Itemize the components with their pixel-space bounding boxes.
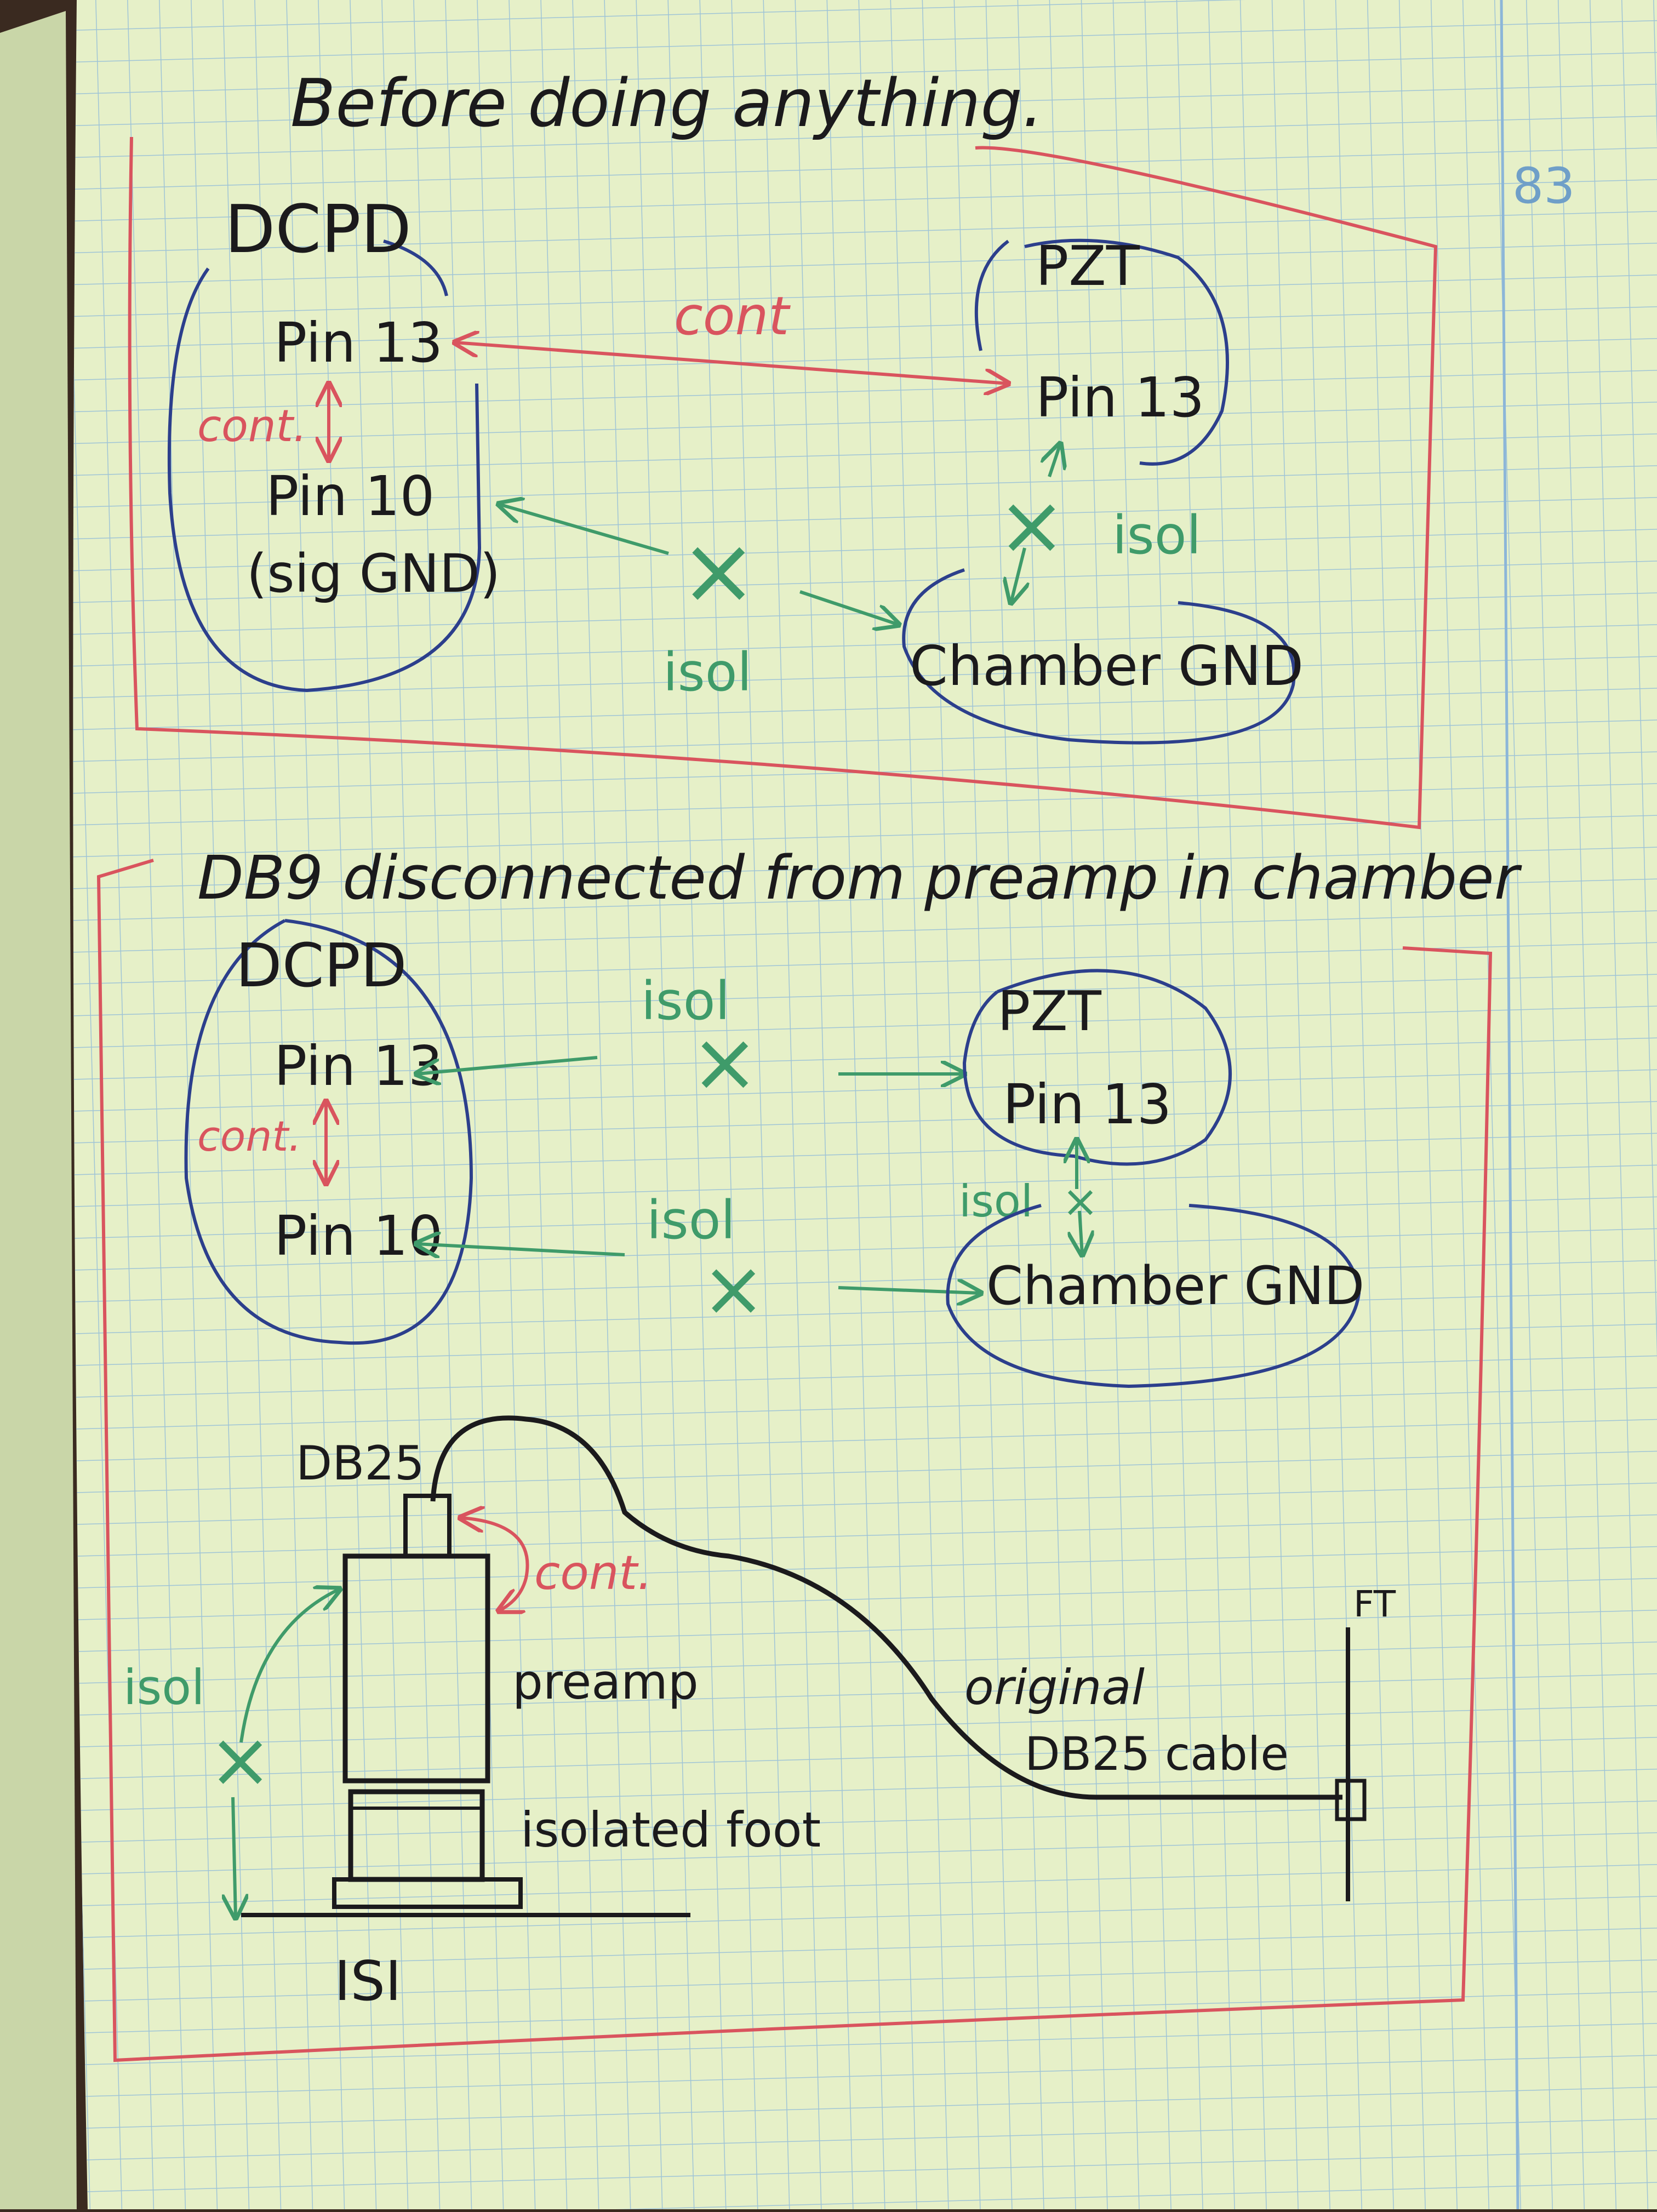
section1: Before doing anything. DCPD Pin 13 Pin 1… [128, 66, 1438, 830]
section2-dcpd-pin13: Pin 13 [274, 1034, 443, 1098]
section1-isol-arrow-left [499, 504, 669, 555]
section1-isol-x-right: × [997, 478, 1066, 573]
section1-dcpd-outline [167, 239, 482, 693]
section1-heading: Before doing anything. [290, 66, 1043, 142]
db25-cable [430, 1415, 1342, 1800]
cable-label-original: original [964, 1659, 1145, 1716]
section1-isol-arrow-down [1011, 547, 1025, 603]
section2-isol-x-upper: × [690, 1015, 759, 1110]
setup-cont-arrow [460, 1518, 529, 1611]
section2-dcpd-title: DCPD [236, 930, 407, 1001]
section2-isol-arrow-lower-left [416, 1244, 625, 1255]
foot-base [332, 1877, 523, 1909]
section2-pzt-pin13: Pin 13 [1003, 1072, 1172, 1136]
section2-heading: DB9 disconnected from preamp in chamber [197, 843, 1522, 913]
section1-cont-label: cont [674, 285, 791, 347]
setup-isol-arrow-down [233, 1797, 236, 1918]
setup-isol-label: isol [123, 1659, 205, 1716]
section2-chamber-label: Chamber GND [986, 1255, 1364, 1317]
section2-isol-label-lower: isol [647, 1190, 735, 1251]
section2-isol-arrow-upper-left [416, 1056, 598, 1074]
setup-cont-label: cont. [534, 1546, 652, 1601]
section1-chamber-label: Chamber GND [910, 634, 1304, 698]
ft-label: FT [1353, 1583, 1396, 1625]
preamp-box [342, 1553, 490, 1784]
section1-pzt-pin13: Pin 13 [1036, 365, 1204, 430]
section1-dcpd-pin10: Pin 10 [266, 464, 435, 528]
page-number: 83 [1512, 157, 1575, 215]
section2: DB9 disconnected from preamp in chamber … [96, 843, 1522, 2062]
section1-dcpd-title: DCPD [225, 192, 412, 268]
previous-page-edge [0, 11, 77, 2209]
section1-frame [128, 136, 1438, 830]
setup-isol-arrow-up [239, 1589, 340, 1743]
section2-pzt-outline [962, 969, 1232, 1166]
margin-line [1500, 0, 1519, 2210]
section1-isol-x-left: × [679, 517, 757, 625]
section2-dcpd-cont-label: cont. [197, 1112, 301, 1161]
foot-label: isolated foot [521, 1802, 821, 1858]
section2-dcpd-outline [184, 919, 473, 1345]
section1-isol-label-right: isol [1112, 505, 1201, 566]
ft-connector [1335, 1779, 1367, 1821]
section2-isol-arrow-chamber [1079, 1210, 1082, 1255]
section1-pzt-title: PZT [1036, 234, 1140, 298]
section1-dcpd-pin13: Pin 13 [274, 311, 443, 375]
section1-cont-arrow [455, 342, 1008, 384]
section1-isol-arrow-right [799, 590, 899, 625]
section1-pzt-outline [974, 238, 1229, 466]
setup-db25-label: DB25 [296, 1436, 425, 1491]
isi-label: ISI [334, 1949, 401, 2013]
setup-isol-x: × [208, 1716, 272, 1805]
section1-isol-arrow-up [1049, 444, 1060, 477]
section2-isol-label-upper: isol [641, 970, 730, 1032]
section2-isol-x-lower: × [701, 1244, 765, 1334]
section1-chamber-outline [902, 568, 1296, 745]
section1-dcpd-sig-gnd: (sig GND) [247, 543, 500, 604]
section2-frame [96, 859, 1493, 2062]
setup-drawing: DB25 cont. preamp isolated foot ISI × is… [123, 1415, 1396, 2013]
section2-dcpd-pin10: Pin 10 [274, 1204, 443, 1268]
section2-pzt-title: PZT [997, 979, 1102, 1043]
section2-chamber-outline [946, 1204, 1361, 1388]
section2-isol-arrow-lower-right [838, 1288, 981, 1293]
section1-isol-label-left: isol [663, 642, 752, 703]
cable-label-db25: DB25 cable [1025, 1727, 1289, 1781]
section2-isol-label-pzt: isol [959, 1176, 1033, 1227]
section1-dcpd-cont-label: cont. [197, 401, 307, 451]
grid [73, 0, 1657, 2209]
preamp-label: preamp [512, 1654, 699, 1710]
